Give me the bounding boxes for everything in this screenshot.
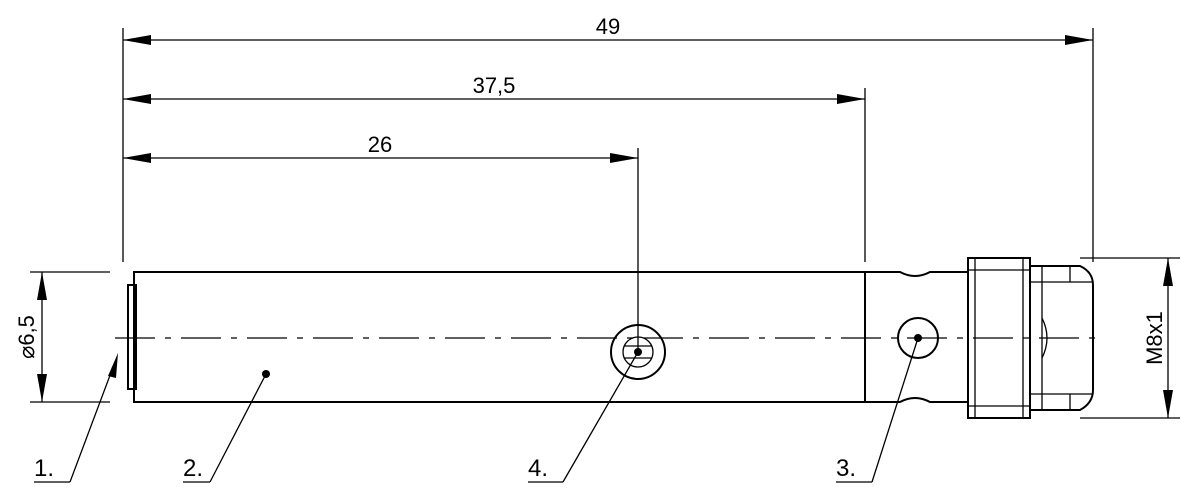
callout-3: 3. [836,337,919,483]
dimension-body-length: 37,5 [123,73,865,104]
dimension-label-26: 26 [368,132,392,157]
dimension-label-37-5: 37,5 [473,73,516,98]
dimension-thread: M8x1 [1142,258,1173,418]
dimension-label-diameter: ⌀6,5 [14,315,39,359]
dimension-total-length: 49 [123,14,1093,45]
dimension-diameter: ⌀6,5 [14,272,47,402]
extension-lines [30,28,1180,419]
callout-4: 4. [528,351,639,483]
callout-label-2: 2. [183,455,203,482]
callout-1: 1. [34,353,118,483]
callout-label-4: 4. [528,455,548,482]
dimension-led-position: 26 [123,132,638,163]
callout-label-1: 1. [34,455,54,482]
dimension-label-thread: M8x1 [1142,311,1167,365]
sensor-body [127,257,1094,419]
callout-2: 2. [183,373,267,483]
callout-label-3: 3. [836,455,856,482]
dimension-label-49: 49 [596,14,620,39]
